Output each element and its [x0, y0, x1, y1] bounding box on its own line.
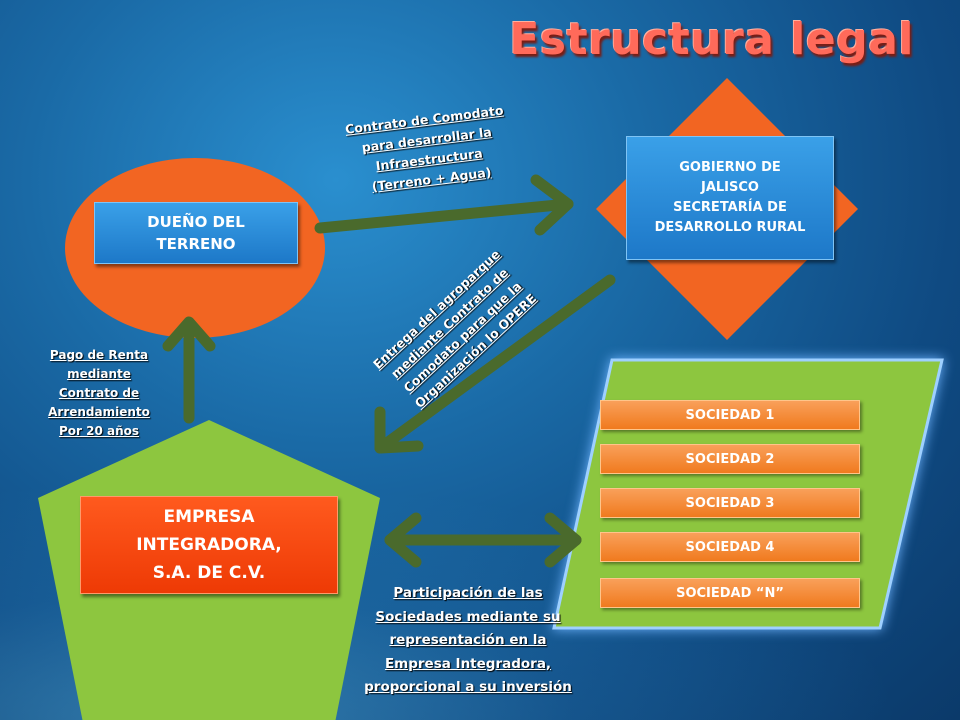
government-line-1: GOBIERNO DE	[679, 160, 781, 175]
society-3-box: SOCIEDAD 3	[600, 488, 860, 518]
rent-line-3: Contrato de	[58, 386, 140, 400]
integrator-line-2: INTEGRADORA,	[136, 535, 282, 555]
participation-line-3: representación en la	[389, 632, 547, 648]
government-line-3: SECRETARÍA DE	[673, 200, 787, 215]
society-n-box: SOCIEDAD “N”	[600, 578, 860, 608]
arrow-delivery-head	[374, 406, 424, 454]
government-box: GOBIERNO DE JALISCO SECRETARÍA DE DESARR…	[626, 136, 834, 260]
society-2-label: SOCIEDAD 2	[685, 451, 775, 467]
owner-box: DUEÑO DEL TERRENO	[94, 202, 298, 264]
participation-line-2: Sociedades mediante su	[375, 608, 561, 625]
participation-line-4: Empresa Integradora,	[384, 655, 552, 672]
rent-line-5: Por 20 años	[58, 424, 140, 438]
society-1-label: SOCIEDAD 1	[685, 407, 775, 423]
arrow-rent-head	[162, 316, 216, 352]
arrow-delivery	[374, 274, 616, 454]
owner-label: DUEÑO DEL TERRENO	[147, 213, 245, 253]
arrow-comodato	[314, 198, 574, 234]
participation-label: Participación de las Sociedades mediante…	[344, 582, 592, 700]
society-4-box: SOCIEDAD 4	[600, 532, 860, 562]
rent-label: Pago de Renta mediante Contrato de Arren…	[34, 346, 164, 441]
society-2-box: SOCIEDAD 2	[600, 444, 860, 474]
society-n-label: SOCIEDAD “N”	[676, 585, 784, 601]
rent-line-2: mediante	[67, 367, 131, 381]
integrator-line-1: EMPRESA	[163, 507, 255, 527]
society-3-label: SOCIEDAD 3	[685, 495, 775, 511]
rent-line-4: Arrendamiento	[48, 405, 150, 419]
participation-line-1: Participación de las	[393, 585, 543, 601]
society-4-label: SOCIEDAD 4	[685, 539, 775, 555]
society-1-box: SOCIEDAD 1	[600, 400, 860, 430]
arrow-participation-left-head	[384, 512, 422, 568]
page-title: Estructura legal	[509, 14, 914, 65]
government-line-2: JALISCO	[701, 180, 759, 195]
arrow-participation-right-head	[544, 512, 582, 568]
participation-line-5: proporcional a su inversión	[364, 679, 572, 695]
integrator-line-3: S.A. DE C.V.	[152, 563, 266, 583]
arrow-comodato-head	[530, 174, 574, 236]
integrator-box: EMPRESA INTEGRADORA, S.A. DE C.V.	[80, 496, 338, 594]
rent-line-1: Pago de Renta	[49, 348, 149, 362]
government-line-4: DESARROLLO RURAL	[654, 220, 806, 235]
